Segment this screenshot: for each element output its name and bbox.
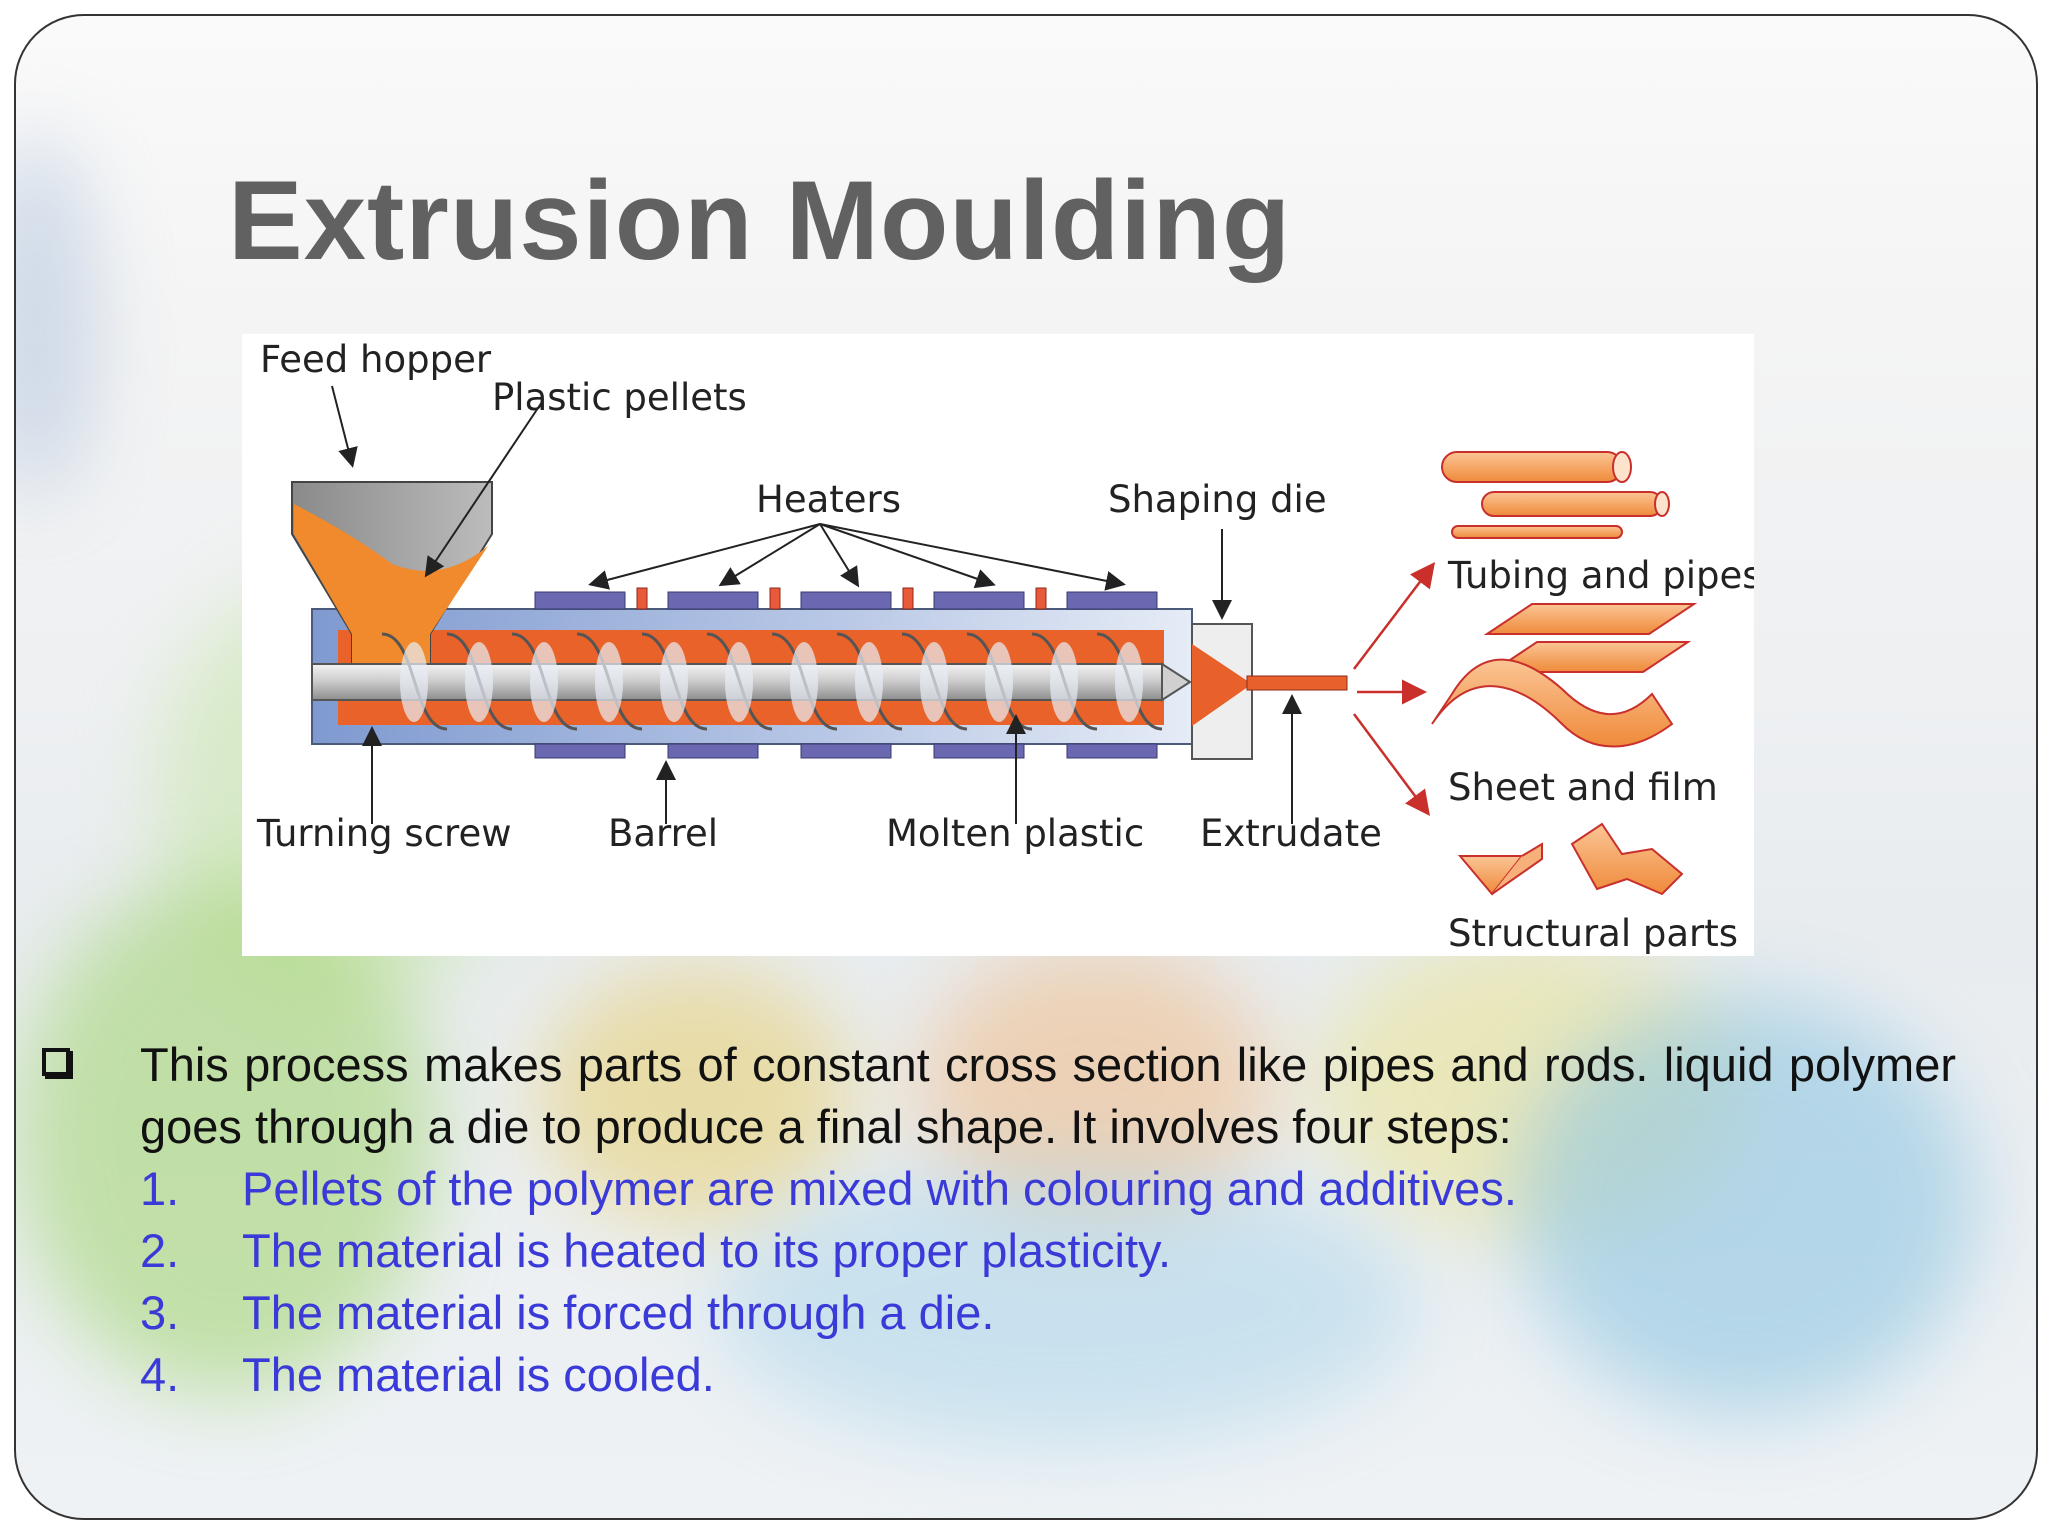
bullet-paragraph: This process makes parts of constant cro…	[42, 1034, 1962, 1158]
step-text: Pellets of the polymer are mixed with co…	[242, 1162, 1517, 1215]
leader-lines	[331, 385, 1302, 824]
checkbox-bullet-icon	[42, 1048, 70, 1076]
steps-list: 1. Pellets of the polymer are mixed with …	[140, 1158, 1962, 1406]
label-turning-screw: Turning screw	[256, 812, 511, 855]
slide: Extrusion Moulding	[14, 14, 2038, 1520]
label-extrudate: Extrudate	[1200, 812, 1382, 855]
output-arrows	[1352, 562, 1436, 817]
shaping-die	[1191, 623, 1348, 760]
step-text: The material is forced through a die.	[242, 1286, 995, 1339]
label-sheet-and-film: Sheet and film	[1448, 766, 1718, 809]
label-structural-parts: Structural parts	[1448, 912, 1738, 955]
background-blob	[716, 1166, 1416, 1446]
background-blob	[1516, 996, 1976, 1416]
background-blob	[536, 966, 856, 1226]
step-text: The material is heated to its proper pla…	[242, 1224, 1172, 1277]
label-heaters: Heaters	[756, 478, 901, 521]
step-number: 1.	[140, 1162, 180, 1215]
heaters	[534, 587, 1158, 759]
step-text: The material is cooled.	[242, 1348, 715, 1401]
body-text: This process makes parts of constant cro…	[42, 1034, 1962, 1406]
structural-parts-icon	[1457, 822, 1684, 896]
list-item: 2. The material is heated to its proper p…	[140, 1220, 1962, 1282]
background-blob	[16, 136, 96, 496]
list-item: 1. Pellets of the polymer are mixed with …	[140, 1158, 1962, 1220]
label-plastic-pellets: Plastic pellets	[492, 376, 747, 419]
step-number: 3.	[140, 1286, 180, 1339]
turning-screw	[311, 632, 1192, 731]
sheet-and-film-icon	[1431, 603, 1698, 748]
label-molten-plastic: Molten plastic	[886, 812, 1144, 855]
step-number: 2.	[140, 1224, 180, 1277]
label-tubing-and-pipes: Tubing and pipes	[1447, 554, 1754, 597]
list-item: 4. The material is cooled.	[140, 1344, 1962, 1406]
step-number: 4.	[140, 1348, 180, 1401]
paragraph-text: This process makes parts of constant cro…	[140, 1038, 1956, 1153]
slide-title: Extrusion Moulding	[228, 158, 1292, 283]
label-barrel: Barrel	[608, 812, 718, 855]
label-feed-hopper: Feed hopper	[260, 338, 492, 381]
tubing-and-pipes-icon	[1441, 451, 1670, 539]
extrusion-diagram: Feed hopper Plastic pellets Heaters Shap…	[242, 334, 1754, 956]
label-shaping-die: Shaping die	[1108, 478, 1327, 521]
list-item: 3. The material is forced through a die.	[140, 1282, 1962, 1344]
background-blob	[16, 876, 436, 1396]
